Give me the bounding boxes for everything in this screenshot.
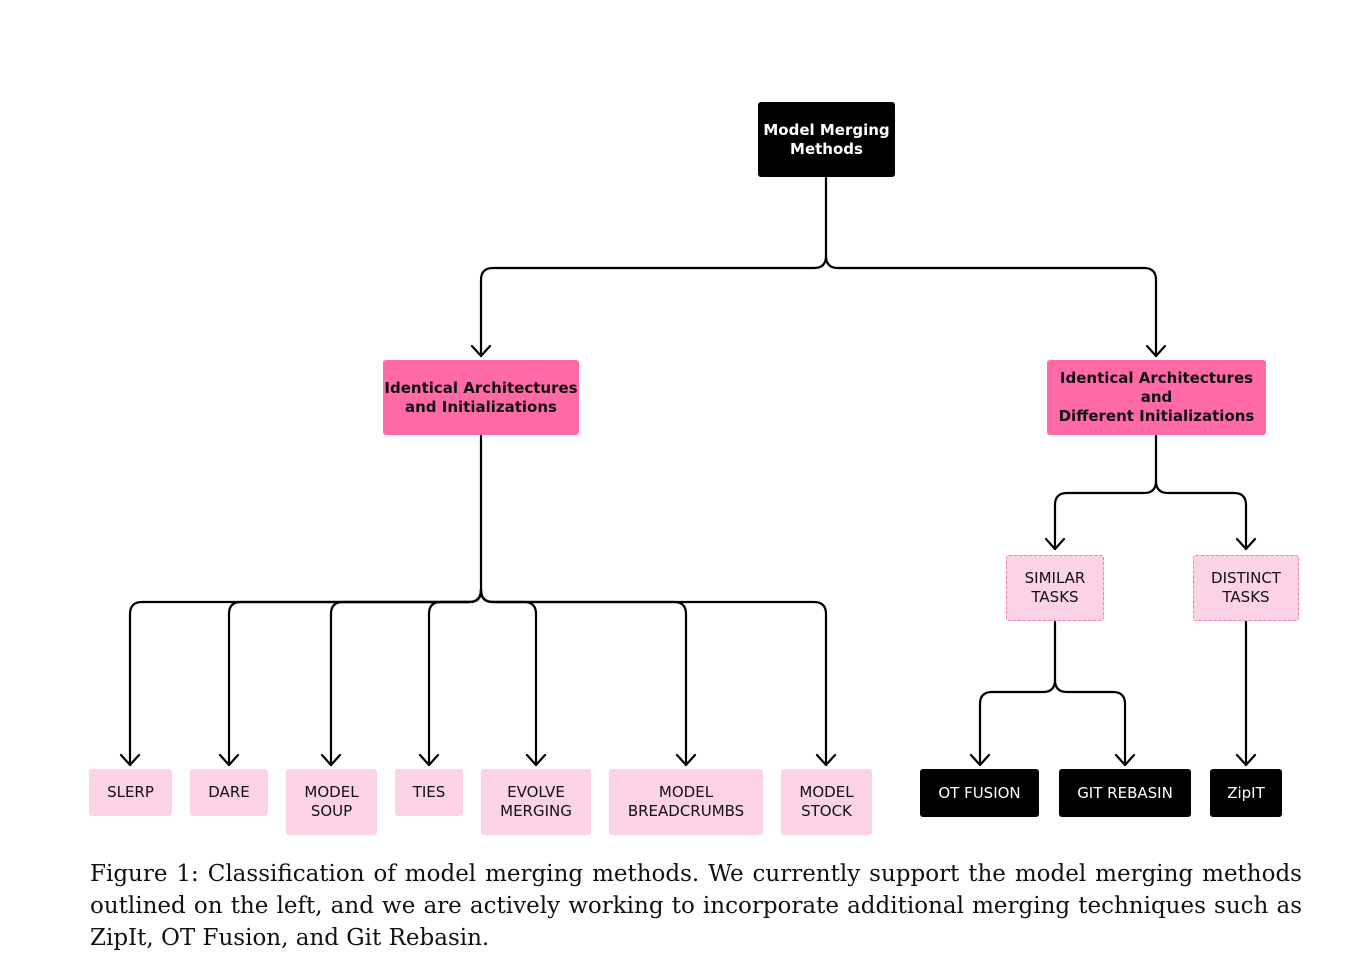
task-label: DISTINCT TASKS bbox=[1211, 569, 1281, 606]
right-connector-arrowhead bbox=[1044, 537, 1066, 551]
method-zipit: ZipIT bbox=[1210, 769, 1282, 817]
method-label: MODEL BREADCRUMBS bbox=[627, 783, 745, 820]
left-connector-branch bbox=[329, 588, 483, 767]
left-connector-branch bbox=[427, 588, 483, 767]
method-dare: DARE bbox=[190, 769, 268, 816]
task-similar: SIMILAR TASKS bbox=[1006, 555, 1104, 621]
left-connector-arrowhead bbox=[218, 753, 240, 767]
method-git-rebasin: GIT REBASIN bbox=[1059, 769, 1191, 817]
left-connector-arrowhead bbox=[119, 753, 141, 767]
distinct-connector-arrowhead bbox=[1235, 753, 1257, 767]
similar-connector-branch bbox=[1053, 678, 1127, 767]
method-label: GIT REBASIN bbox=[1077, 783, 1173, 802]
similar-connector-arrowhead bbox=[969, 753, 991, 767]
category-identical-init: Identical Architectures and Initializati… bbox=[383, 360, 579, 435]
right-connector-branch bbox=[1053, 479, 1158, 551]
method-label: MODEL SOUP bbox=[304, 783, 359, 820]
similar-connector-arrowhead bbox=[1114, 753, 1136, 767]
left-connector-branch bbox=[479, 588, 688, 767]
root-label: Model Merging Methods bbox=[763, 120, 890, 158]
method-label: TIES bbox=[412, 783, 446, 801]
root-connector-arrowhead bbox=[1145, 344, 1167, 358]
left-connector-branch bbox=[479, 588, 828, 767]
task-distinct: DISTINCT TASKS bbox=[1193, 555, 1299, 621]
method-label: DARE bbox=[208, 783, 250, 801]
left-connector-arrowhead bbox=[418, 753, 440, 767]
category-label: Identical Architectures and Initializati… bbox=[384, 378, 578, 416]
right-connector-branch bbox=[1154, 479, 1248, 551]
method-ot-fusion: OT FUSION bbox=[920, 769, 1039, 817]
left-connector-arrowhead bbox=[675, 753, 697, 767]
method-label: OT FUSION bbox=[938, 783, 1021, 802]
left-connector-arrowhead bbox=[320, 753, 342, 767]
left-connector-arrowhead bbox=[815, 753, 837, 767]
root-node: Model Merging Methods bbox=[758, 102, 895, 177]
method-label: ZipIT bbox=[1227, 783, 1265, 802]
left-connector-arrowhead bbox=[525, 753, 547, 767]
method-slerp: SLERP bbox=[89, 769, 172, 816]
method-label: EVOLVE MERGING bbox=[500, 783, 572, 820]
root-connector-arrowhead bbox=[470, 344, 492, 358]
left-connector-branch bbox=[227, 588, 483, 767]
left-connector-branch bbox=[479, 588, 538, 767]
method-model-stock: MODEL STOCK bbox=[781, 769, 872, 835]
root-connector-branch bbox=[479, 254, 828, 358]
right-connector-arrowhead bbox=[1235, 537, 1257, 551]
method-model-soup: MODEL SOUP bbox=[286, 769, 377, 835]
task-label: SIMILAR TASKS bbox=[1024, 569, 1086, 606]
category-different-init: Identical Architectures and Different In… bbox=[1047, 360, 1266, 435]
root-connector-branch bbox=[824, 254, 1158, 358]
category-label: Identical Architectures and Different In… bbox=[1058, 369, 1255, 425]
similar-connector-branch bbox=[978, 678, 1057, 767]
method-model-breadcrumbs: MODEL BREADCRUMBS bbox=[609, 769, 763, 835]
method-ties: TIES bbox=[395, 769, 463, 816]
method-label: SLERP bbox=[107, 783, 154, 801]
method-label: MODEL STOCK bbox=[799, 783, 854, 820]
figure-caption: Figure 1: Classification of model mergin… bbox=[90, 861, 1302, 951]
method-evolve-merging: EVOLVE MERGING bbox=[481, 769, 591, 835]
